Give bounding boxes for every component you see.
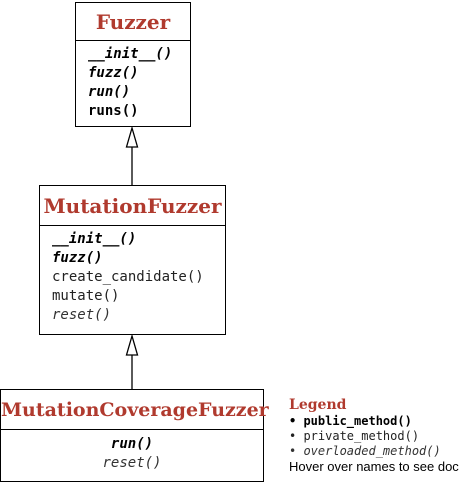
class-methods-fuzzer: __init__() fuzz() run() runs() xyxy=(76,41,190,121)
method-mutationfuzzer-init[interactable]: __init__() xyxy=(52,231,137,247)
class-methods-mutationcoveragefuzzer: run() reset() xyxy=(1,430,263,473)
method-mutationfuzzer-create-candidate[interactable]: create_candidate() xyxy=(52,269,204,285)
inheritance-arrowhead-fuzzer xyxy=(125,125,139,148)
method-mutationfuzzer-reset[interactable]: reset() xyxy=(52,307,112,323)
class-box-fuzzer: Fuzzer __init__() fuzz() run() runs() xyxy=(75,2,191,127)
inheritance-arrowhead-mutationfuzzer xyxy=(125,333,139,356)
method-fuzzer-run[interactable]: run() xyxy=(88,84,131,100)
legend: Legend • public_method() • private_metho… xyxy=(289,397,471,475)
method-mutationcoveragefuzzer-reset[interactable]: reset() xyxy=(102,455,162,471)
legend-private-method: • private_method() xyxy=(289,429,420,443)
class-box-mutationfuzzer: MutationFuzzer __init__() fuzz() create_… xyxy=(39,185,226,335)
legend-overloaded-method: • overloaded_method() xyxy=(289,444,441,458)
class-name-fuzzer[interactable]: Fuzzer xyxy=(76,3,190,41)
class-name-mutationfuzzer[interactable]: MutationFuzzer xyxy=(40,186,225,226)
method-mutationfuzzer-fuzz[interactable]: fuzz() xyxy=(52,250,103,266)
legend-public-method: • public_method() xyxy=(289,414,412,428)
method-fuzzer-runs[interactable]: runs() xyxy=(88,103,139,119)
legend-hint: Hover over names to see doc xyxy=(289,459,459,474)
class-box-mutationcoveragefuzzer: MutationCoverageFuzzer run() reset() xyxy=(0,389,269,482)
class-name-mutationcoveragefuzzer[interactable]: MutationCoverageFuzzer xyxy=(1,390,269,430)
class-methods-mutationfuzzer: __init__() fuzz() create_candidate() mut… xyxy=(40,226,225,325)
method-fuzzer-init[interactable]: __init__() xyxy=(88,46,173,62)
method-mutationfuzzer-mutate[interactable]: mutate() xyxy=(52,288,120,304)
method-mutationcoveragefuzzer-run[interactable]: run() xyxy=(110,436,154,452)
legend-title: Legend xyxy=(289,397,347,413)
method-fuzzer-fuzz[interactable]: fuzz() xyxy=(88,65,139,81)
